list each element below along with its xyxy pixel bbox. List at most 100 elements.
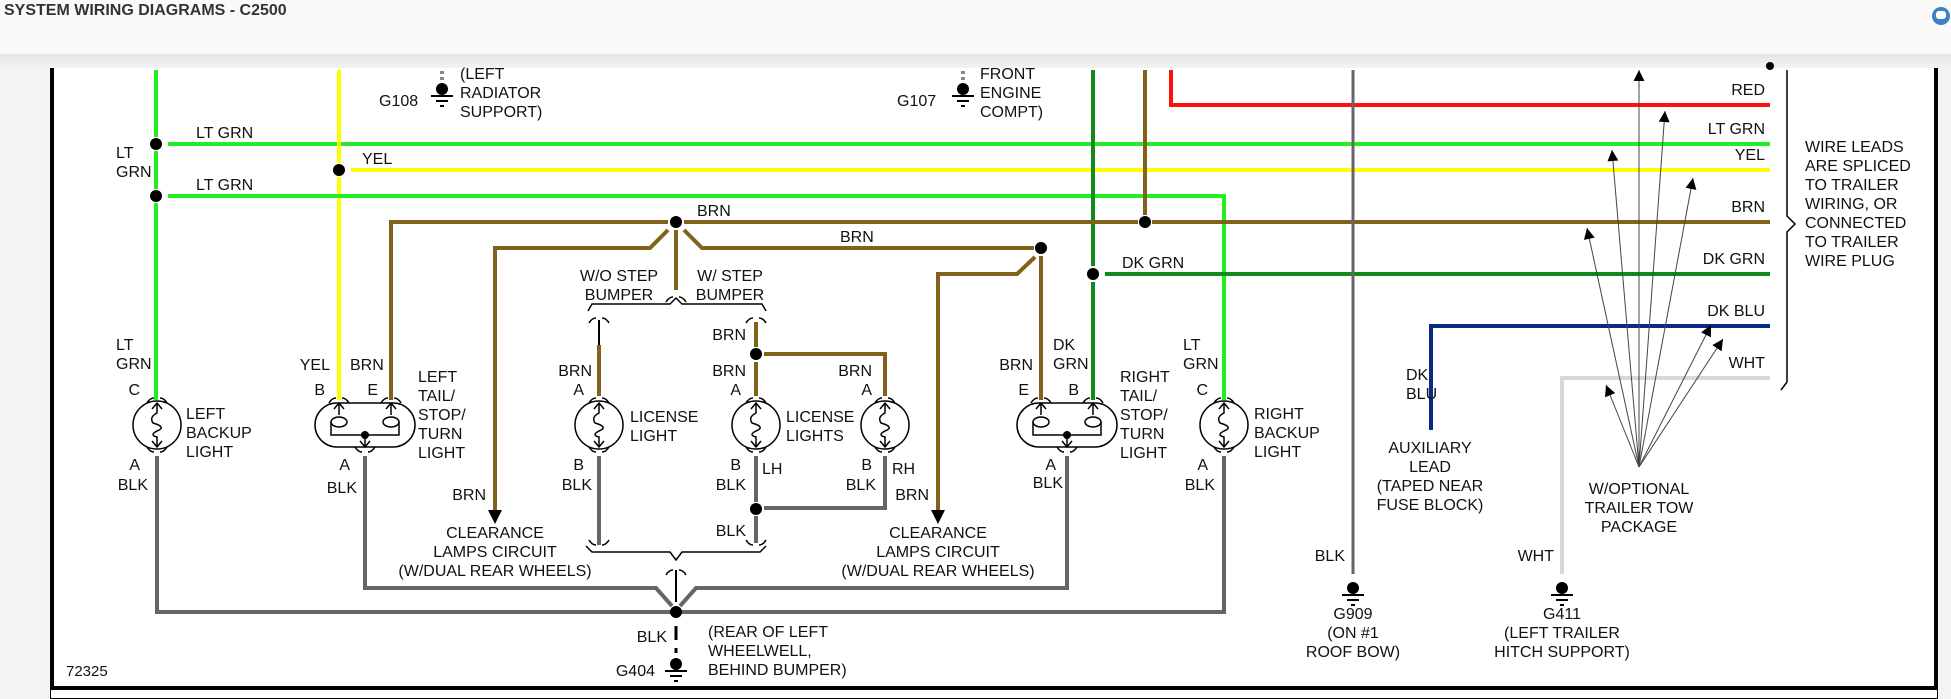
filament-lead xyxy=(1035,401,1047,415)
pin-label: C xyxy=(1196,382,1208,399)
ground-location: SUPPORT) xyxy=(460,104,542,121)
wire-label: BRN xyxy=(999,357,1033,374)
connector-icon xyxy=(745,317,767,324)
wire-label: BRN xyxy=(840,229,874,246)
leader-arrow-icon xyxy=(1583,228,1595,240)
ground-dot xyxy=(1556,582,1568,594)
ground-location: RADIATOR xyxy=(460,85,541,102)
connector-icon xyxy=(665,569,687,576)
filament xyxy=(749,403,761,447)
ground-id: G411 xyxy=(1543,606,1581,623)
wire-label: LT xyxy=(116,337,134,354)
splice-dot xyxy=(750,503,762,515)
side-label: LH xyxy=(762,461,782,478)
wire-label: BLK xyxy=(327,480,358,497)
leader-arrow-icon xyxy=(1658,111,1670,123)
clearance-label: LAMPS CIRCUIT xyxy=(433,544,557,561)
ground-id: G909 xyxy=(1333,606,1372,623)
ground-location: (LEFT xyxy=(460,66,505,83)
wire-blk xyxy=(155,456,1226,614)
connector-icon xyxy=(665,296,687,303)
lamp-label: BACKUP xyxy=(186,425,252,442)
pin-label: B xyxy=(730,457,741,474)
leader-line xyxy=(1586,227,1640,468)
splice-dot xyxy=(1087,268,1099,280)
ground-location: ROOF BOW) xyxy=(1306,644,1400,661)
connector-icon xyxy=(588,539,610,546)
lamp-label: LIGHT xyxy=(186,444,233,461)
wire-brn xyxy=(493,228,670,515)
pin-label: E xyxy=(1018,382,1029,399)
marker-dot xyxy=(1766,62,1774,70)
wire-label: BLK xyxy=(846,477,877,494)
pin-label: A xyxy=(1197,457,1208,474)
pin-label: B xyxy=(314,382,325,399)
wire-label: BLK xyxy=(1033,475,1064,492)
lamp-label: LIGHT xyxy=(418,445,465,462)
splice-bracket xyxy=(585,545,767,562)
pin-label: A xyxy=(339,457,350,474)
page-title: SYSTEM WIRING DIAGRAMS - C2500 xyxy=(4,2,287,19)
wire-label: BLK xyxy=(562,477,593,494)
license-light-bulb-icon xyxy=(574,400,624,450)
leader-arrow-icon xyxy=(1607,150,1619,162)
lamp-label: LEFT xyxy=(418,369,457,386)
wire-label: YEL xyxy=(362,151,392,168)
right-backup-bulb-icon xyxy=(1199,400,1249,450)
splice-dot xyxy=(670,606,682,618)
ground-id: G108 xyxy=(379,93,418,110)
wire-label: GRN xyxy=(116,164,152,181)
clearance-arrow-icon xyxy=(931,510,945,524)
leader-line xyxy=(1611,149,1640,468)
leader-line xyxy=(1638,110,1666,468)
leader-line xyxy=(1638,177,1694,468)
pin-label: A xyxy=(573,382,584,399)
lamp-label: LIGHTS xyxy=(786,428,844,445)
lamp-label: STOP/ xyxy=(1120,407,1168,424)
filament-lead xyxy=(333,401,345,415)
connector-icon xyxy=(380,397,402,404)
trailer-note: WIRING, OR xyxy=(1805,196,1897,213)
lamp-label: LEFT xyxy=(186,406,225,423)
connector-icon xyxy=(1213,446,1235,453)
wire-label: BLK xyxy=(1315,548,1346,565)
wire-brn xyxy=(936,255,1037,515)
trailer-lead-label: LT GRN xyxy=(1708,121,1765,138)
pin-label: A xyxy=(861,382,872,399)
clearance-label: LAMPS CIRCUIT xyxy=(876,544,1000,561)
wire-brn xyxy=(389,220,668,400)
filament-arrows xyxy=(750,401,762,449)
ground-location: (ON #1 xyxy=(1327,625,1379,642)
chat-bubble-icon[interactable] xyxy=(1932,7,1950,25)
ground-lead xyxy=(1061,435,1073,449)
lamp-label: TURN xyxy=(1120,426,1164,443)
wire-label: LT GRN xyxy=(196,177,253,194)
filament xyxy=(878,403,890,447)
trailer-package-label: W/OPTIONAL xyxy=(1589,481,1690,498)
wire-label: DK xyxy=(1053,337,1076,354)
connector-icon xyxy=(745,539,767,546)
header-divider xyxy=(0,54,1951,68)
leader-arrow-icon xyxy=(1701,325,1711,338)
filament-arrows xyxy=(1218,401,1230,449)
auxiliary-label: FUSE BLOCK) xyxy=(1377,497,1484,514)
wire-label: BLK xyxy=(118,477,149,494)
clearance-label: (W/DUAL REAR WHEELS) xyxy=(841,563,1034,580)
ground-g404-icon xyxy=(665,658,687,682)
wire-label: GRN xyxy=(1183,356,1219,373)
trailer-lead-label: WHT xyxy=(1729,355,1766,372)
connector-icon xyxy=(588,446,610,453)
clearance-label: CLEARANCE xyxy=(889,525,987,542)
ground-g108-icon xyxy=(431,83,453,107)
figure-id: 72325 xyxy=(66,663,108,680)
trailer-note: WIRE PLUG xyxy=(1805,253,1895,270)
wire-brn xyxy=(764,352,887,396)
lamp-label: LICENSE xyxy=(786,409,854,426)
wire-brn xyxy=(682,228,1034,250)
wire-dk-blu xyxy=(1429,324,1770,430)
trailer-note: TO TRAILER xyxy=(1805,234,1899,251)
wire-label: WHT xyxy=(1518,548,1555,565)
filament xyxy=(1217,403,1229,447)
lamp-label: TAIL/ xyxy=(1120,388,1158,405)
pin-label: A xyxy=(129,457,140,474)
